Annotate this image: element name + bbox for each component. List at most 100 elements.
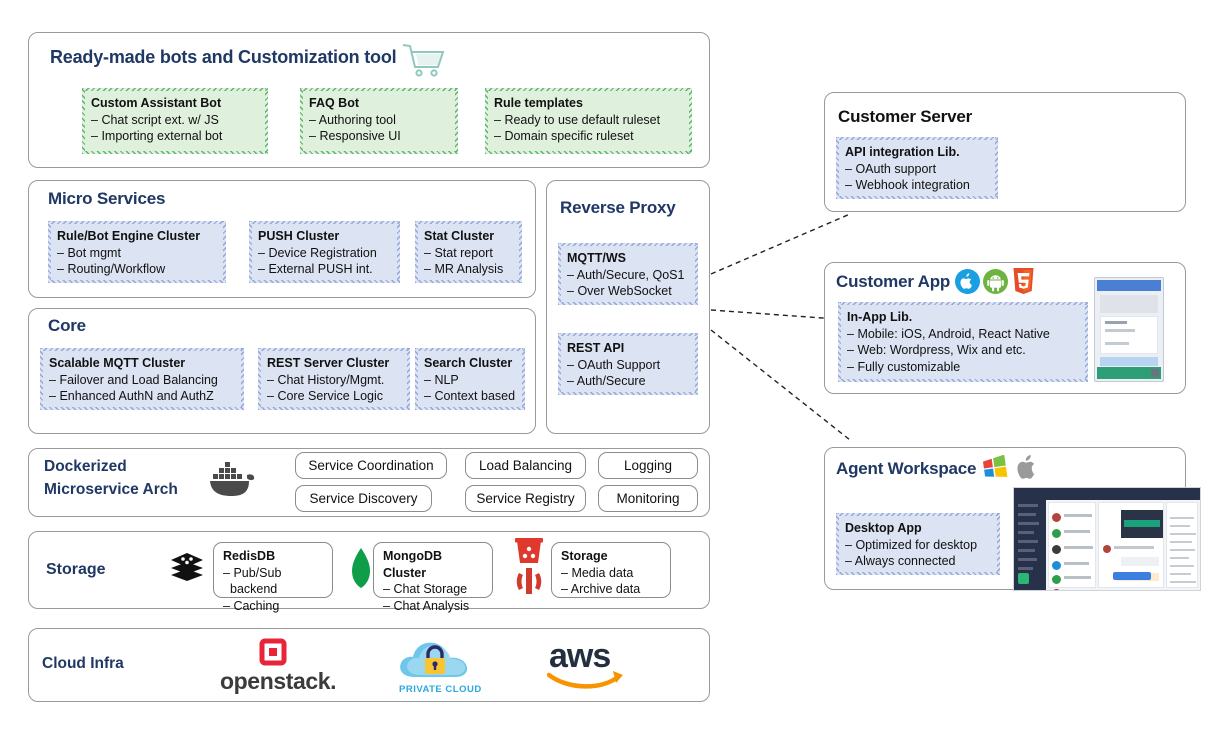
card-item: Stat report — [424, 245, 513, 262]
card-item: Chat script ext. w/ JS — [91, 112, 259, 129]
card-title: Storage — [561, 549, 608, 563]
card-redisdb: RedisDB Pub/Sub backend Caching — [213, 542, 333, 613]
card-item: Pub/Sub backend — [223, 565, 323, 598]
card-item: Auth/Secure, QoS1 — [567, 267, 689, 284]
shopping-cart-icon — [402, 44, 445, 77]
card-item: Responsive UI — [309, 128, 449, 145]
card-title: RedisDB — [223, 549, 276, 563]
chip-load-balancing[interactable]: Load Balancing — [465, 452, 586, 479]
card-item: Bot mgmt — [57, 245, 217, 262]
mobile-chat-mockup — [1094, 277, 1164, 382]
redis-logo-icon — [171, 553, 203, 581]
mockup-detail-pane — [1166, 502, 1198, 588]
card-item: Domain specific ruleset — [494, 128, 683, 145]
card-item: Enhanced AuthN and AuthZ — [49, 388, 235, 405]
card-faq-bot: FAQ Bot Authoring tool Responsive UI — [300, 88, 458, 154]
card-title: MQTT/WS — [567, 251, 627, 265]
apple-ios-icon — [955, 269, 980, 294]
card-rest-server-cluster: REST Server Cluster Chat History/Mgmt. C… — [258, 348, 410, 410]
openstack-logo-label: openstack. — [220, 668, 337, 694]
card-title: Custom Assistant Bot — [91, 96, 222, 110]
mockup-conversation-list — [1048, 502, 1096, 590]
card-title: PUSH Cluster — [258, 229, 340, 243]
desktop-chat-mockup — [1013, 487, 1201, 591]
card-item: Webhook integration — [845, 177, 989, 194]
html5-icon — [1013, 268, 1034, 294]
mockup-header-bar — [1097, 280, 1161, 291]
card-item: OAuth Support — [567, 357, 689, 374]
panel-title-customer-server: Customer Server — [838, 107, 973, 126]
docker-whale-icon — [210, 462, 255, 496]
card-title: REST API — [567, 341, 625, 355]
mockup-form-area — [1100, 316, 1158, 354]
card-api-integration-lib: API integration Lib. OAuth support Webho… — [836, 137, 998, 199]
mockup-footer-bar — [1097, 367, 1161, 379]
card-desktop-app: Desktop App Optimized for desktop Always… — [836, 513, 1000, 575]
panel-title-reverse-proxy: Reverse Proxy — [560, 198, 676, 217]
card-item: Failover and Load Balancing — [49, 372, 235, 389]
mockup-dark-popup — [1121, 510, 1163, 538]
mockup-sidebar — [1014, 500, 1046, 590]
card-item: MR Analysis — [424, 261, 513, 278]
card-item: Archive data — [561, 581, 661, 598]
apple-logo-icon — [1017, 455, 1035, 479]
card-item: Optimized for desktop — [845, 537, 991, 554]
card-title: In-App Lib. — [847, 310, 913, 324]
chip-service-registry[interactable]: Service Registry — [465, 485, 586, 512]
card-stat-cluster: Stat Cluster Stat report MR Analysis — [415, 221, 522, 283]
panel-title-storage: Storage — [46, 561, 106, 578]
card-title: API integration Lib. — [845, 145, 960, 159]
card-item: Importing external bot — [91, 128, 259, 145]
card-item: Over WebSocket — [567, 283, 689, 300]
card-item: Chat Storage — [383, 581, 483, 598]
card-title: Rule/Bot Engine Cluster — [57, 229, 201, 243]
chip-logging[interactable]: Logging — [598, 452, 698, 479]
card-item: Ready to use default ruleset — [494, 112, 683, 129]
mockup-message-block — [1100, 295, 1158, 313]
aws-smile-icon — [547, 671, 623, 689]
card-rule-bot-engine-cluster: Rule/Bot Engine Cluster Bot mgmt Routing… — [48, 221, 226, 283]
panel-title-cloud-infra: Cloud Infra — [42, 655, 124, 672]
card-mongodb-cluster: MongoDB Cluster Chat Storage Chat Analys… — [373, 542, 493, 613]
card-item: External PUSH int. — [258, 261, 391, 278]
card-item: Fully customizable — [847, 359, 1079, 376]
card-search-cluster: Search Cluster NLP Context based — [415, 348, 525, 410]
card-title: FAQ Bot — [309, 96, 359, 110]
android-icon — [983, 269, 1008, 294]
mongodb-leaf-icon — [352, 548, 370, 588]
card-item: Authoring tool — [309, 112, 449, 129]
card-item: Chat History/Mgmt. — [267, 372, 401, 389]
mockup-topbar — [1014, 488, 1200, 500]
panel-reverse-proxy — [546, 180, 710, 434]
card-title: Rule templates — [494, 96, 583, 110]
card-item: Media data — [561, 565, 661, 582]
aws-logo-label: aws — [549, 637, 611, 675]
card-item: NLP — [424, 372, 516, 389]
panel-cloud-infra — [28, 628, 710, 702]
panel-title-core: Core — [48, 316, 86, 335]
private-cloud-logo-label: PRIVATE CLOUD — [399, 684, 482, 695]
card-rest-api: REST API OAuth Support Auth/Secure — [558, 333, 698, 395]
panel-title-agent-workspace: Agent Workspace — [836, 459, 977, 478]
card-item: Caching — [223, 598, 323, 615]
mockup-submit-button — [1100, 357, 1158, 366]
windows-logo-icon — [982, 455, 1008, 477]
panel-title-ready-made-bots: Ready-made bots and Customization tool — [50, 47, 397, 67]
chip-service-discovery[interactable]: Service Discovery — [295, 485, 432, 512]
panel-title-customer-app: Customer App — [836, 272, 951, 291]
card-mqtt-ws: MQTT/WS Auth/Secure, QoS1 Over WebSocket — [558, 243, 698, 305]
aws-s3-bucket-icon — [515, 538, 543, 563]
chip-monitoring[interactable]: Monitoring — [598, 485, 698, 512]
card-in-app-lib: In-App Lib. Mobile: iOS, Android, React … — [838, 302, 1088, 382]
card-title: Desktop App — [845, 521, 922, 535]
card-item: Context based — [424, 388, 516, 405]
mockup-chat-pane — [1098, 502, 1164, 588]
card-title: Scalable MQTT Cluster — [49, 356, 186, 370]
panel-title-docker-line1: Dockerized — [44, 458, 127, 475]
private-cloud-logo-icon — [400, 642, 468, 677]
card-push-cluster: PUSH Cluster Device Registration Externa… — [249, 221, 400, 283]
card-item: Always connected — [845, 553, 991, 570]
chip-service-coordination[interactable]: Service Coordination — [295, 452, 447, 479]
card-item: OAuth support — [845, 161, 989, 178]
card-item: Routing/Workflow — [57, 261, 217, 278]
